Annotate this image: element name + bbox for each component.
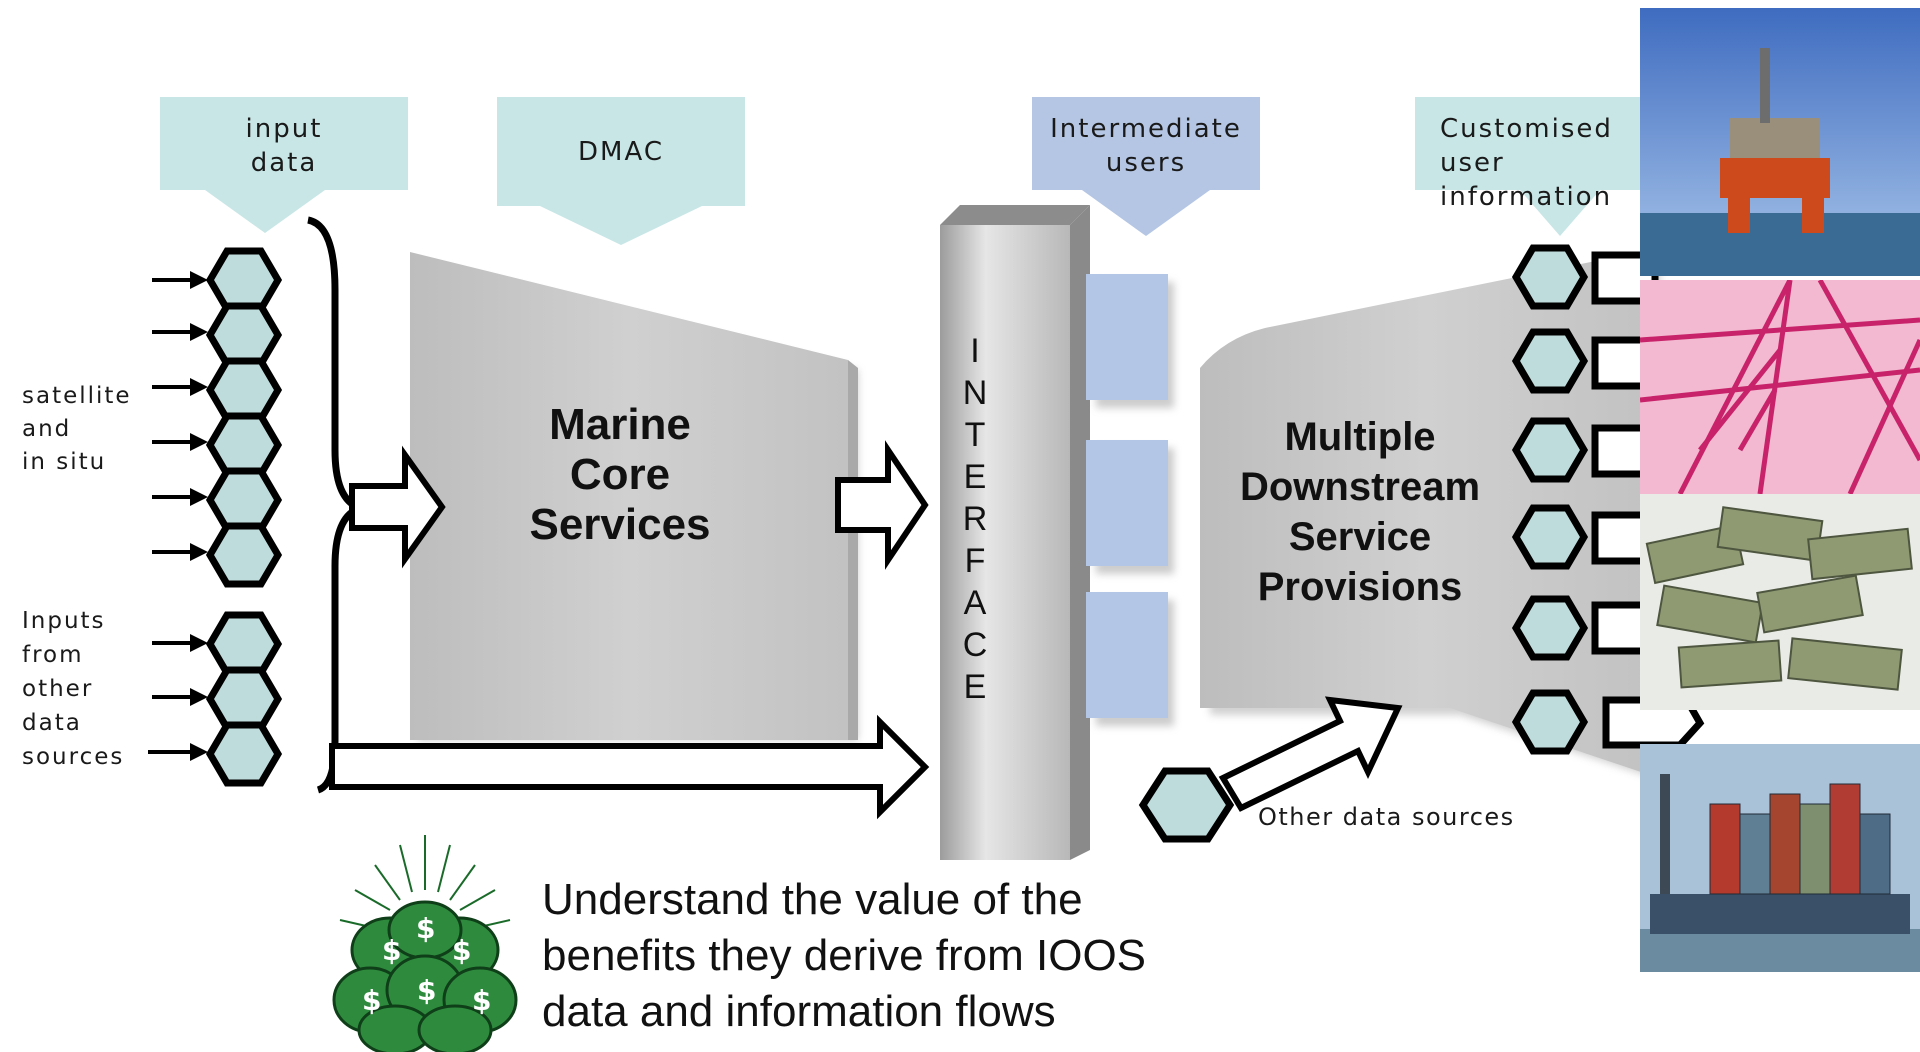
hexagon (205, 611, 283, 677)
interface-label: I N T E R F A C E (940, 330, 1010, 708)
input-arrow (152, 433, 208, 451)
intermediate-users-callout (1032, 97, 1260, 236)
other-data-sources-hexagon (1138, 767, 1235, 843)
hexagon (205, 412, 283, 478)
container-ship-photo (1640, 744, 1920, 972)
user-box (1086, 440, 1168, 566)
power-pylon-photo (1640, 280, 1920, 494)
interface-letter: C (962, 626, 988, 664)
interface-letter: A (963, 584, 987, 622)
svg-text:$: $ (417, 974, 436, 1007)
intermediate-users-label: Intermediate users (1050, 114, 1242, 178)
svg-text:$: $ (452, 934, 471, 967)
user-box (1086, 274, 1168, 400)
hexagon (205, 522, 283, 588)
other-data-inputs-label: Inputs from other data sources (22, 608, 125, 770)
input-data-label: input data (245, 114, 323, 178)
interface-letter: I (970, 332, 980, 370)
input-arrow (152, 634, 208, 652)
marine-core-services-block (410, 252, 858, 740)
money-stack-photo (1640, 494, 1920, 710)
other-data-sources-arrow (1218, 696, 1403, 812)
customised-info-label: Customised user information (1440, 114, 1613, 212)
intermediate-user-boxes (1086, 274, 1174, 726)
input-arrow (152, 688, 208, 706)
input-hexagons (205, 247, 283, 787)
dmac-label: DMAC (578, 137, 664, 167)
marine-core-services-label: Marine Core Services (529, 400, 711, 549)
hexagon (205, 247, 283, 313)
interface-letter: N (962, 374, 988, 412)
satellite-in-situ-label: satellite and in situ (22, 383, 132, 475)
dmac-callout (497, 97, 745, 245)
interface-letter: E (963, 458, 987, 496)
hexagon (1511, 504, 1589, 570)
hexagon (1511, 244, 1589, 310)
output-hexagons (1511, 244, 1589, 755)
user-box (1086, 592, 1168, 718)
hexagon (205, 302, 283, 368)
svg-text:$: $ (382, 934, 401, 967)
input-arrow (152, 488, 208, 506)
svg-text:$: $ (416, 912, 435, 945)
input-arrow (148, 743, 208, 761)
input-data-callout (160, 97, 408, 233)
customised-info-callout (1415, 97, 1680, 236)
benefit-caption: Understand the value of the benefits the… (542, 875, 1147, 1036)
hexagon (205, 721, 283, 787)
arrow-to-core-services (349, 445, 446, 569)
input-arrow (152, 323, 208, 341)
hexagon (1511, 689, 1589, 755)
interface-pillar (940, 205, 1090, 860)
input-arrows (148, 271, 208, 761)
downstream-services-label: Multiple Downstream Service Provisions (1239, 415, 1481, 609)
input-arrow (152, 543, 208, 561)
hexagon (205, 666, 283, 732)
interface-letter: T (964, 416, 986, 454)
interface-letter: R (962, 500, 988, 538)
input-arrow (152, 271, 208, 289)
other-data-sources-label: Other data sources (1258, 803, 1515, 831)
hexagon (1511, 595, 1589, 661)
hexagon (205, 467, 283, 533)
money-bags-icon: $$$ $$$ (332, 835, 518, 1052)
oil-rig-photo (1640, 8, 1920, 276)
hexagon (1511, 328, 1589, 394)
long-arrow-to-interface (329, 714, 930, 820)
svg-text:$: $ (362, 984, 381, 1017)
input-arrow (152, 378, 208, 396)
hexagon (205, 357, 283, 423)
interface-letter: F (964, 542, 986, 580)
svg-text:$: $ (472, 984, 491, 1017)
hexagon (1511, 417, 1589, 483)
arrow-to-interface (835, 440, 929, 570)
interface-letter: E (963, 668, 987, 706)
